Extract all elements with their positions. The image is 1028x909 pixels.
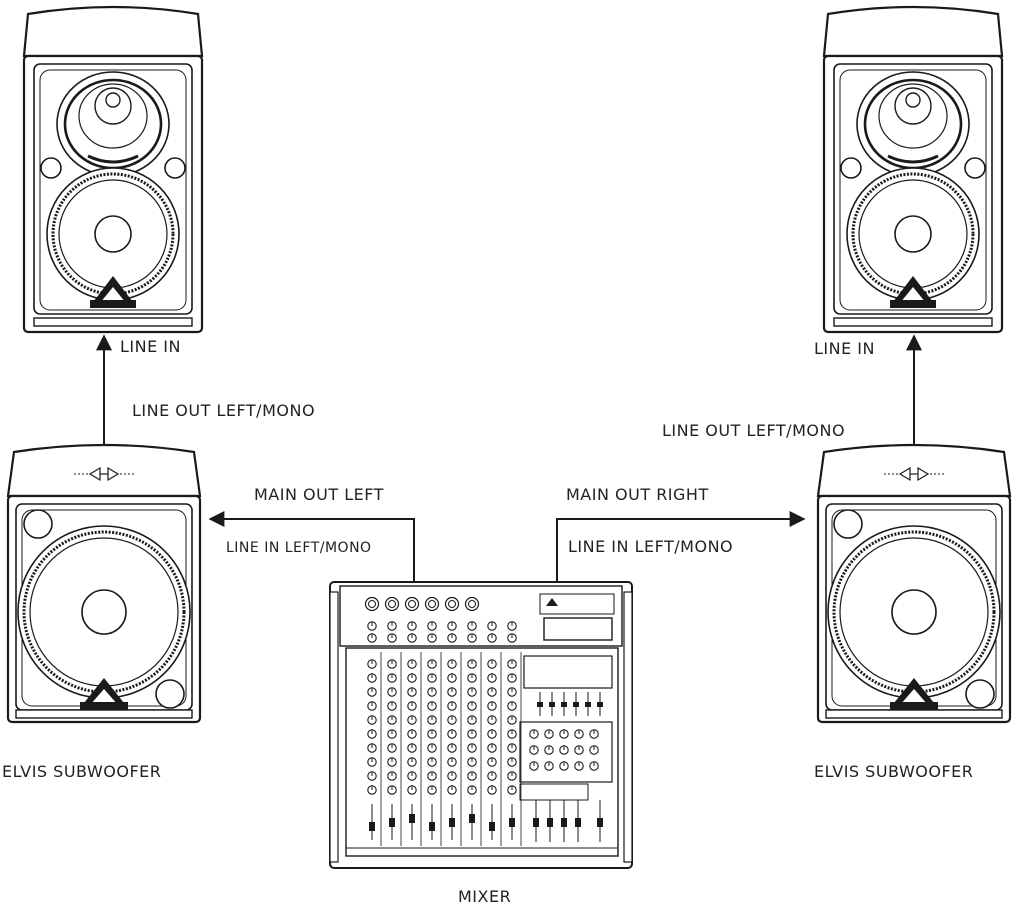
right-line-out-label: LINE OUT LEFT/MONO xyxy=(662,421,845,440)
left-top-speaker xyxy=(22,5,204,334)
main-out-right-arrow xyxy=(556,511,806,582)
left-subwoofer-caption: ELVIS SUBWOOFER xyxy=(2,762,161,781)
right-top-speaker xyxy=(822,5,1004,334)
left-line-in-mono-label: LINE IN LEFT/MONO xyxy=(226,540,372,556)
right-top-line-in-label: LINE IN xyxy=(814,339,875,358)
left-subwoofer xyxy=(6,443,202,724)
right-line-in-mono-label: LINE IN LEFT/MONO xyxy=(568,537,733,556)
mixer xyxy=(329,581,633,869)
left-top-line-in-label: LINE IN xyxy=(120,337,181,356)
left-line-out-label: LINE OUT LEFT/MONO xyxy=(132,401,315,420)
main-out-left-label: MAIN OUT LEFT xyxy=(254,485,384,504)
right-subwoofer-caption: ELVIS SUBWOOFER xyxy=(814,762,973,781)
main-out-left-arrow xyxy=(208,511,415,582)
signal-lines xyxy=(96,334,922,582)
main-out-right-label: MAIN OUT RIGHT xyxy=(566,485,709,504)
right-subwoofer xyxy=(816,443,1012,724)
mixer-caption: MIXER xyxy=(458,887,511,906)
